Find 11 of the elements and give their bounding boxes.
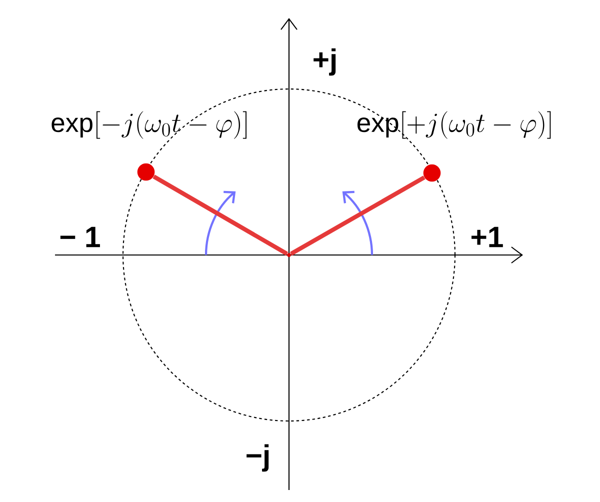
axis-label: − 1 bbox=[60, 226, 100, 248]
formula-label: $\exp[-j(\omega_0 t-\varphi)]$ bbox=[52, 111, 246, 139]
origin-point bbox=[287, 253, 291, 257]
phasor-line bbox=[290, 176, 426, 256]
axis-label: +j bbox=[314, 48, 336, 76]
axis-label: −j bbox=[246, 444, 269, 472]
formula-label: $\exp[+j(\omega_0 t-\varphi)]$ bbox=[357, 111, 551, 139]
tip-dot bbox=[423, 164, 441, 182]
phasor-line bbox=[152, 174, 288, 256]
axis-label: +1 bbox=[472, 226, 503, 248]
tip-dot bbox=[137, 163, 155, 181]
